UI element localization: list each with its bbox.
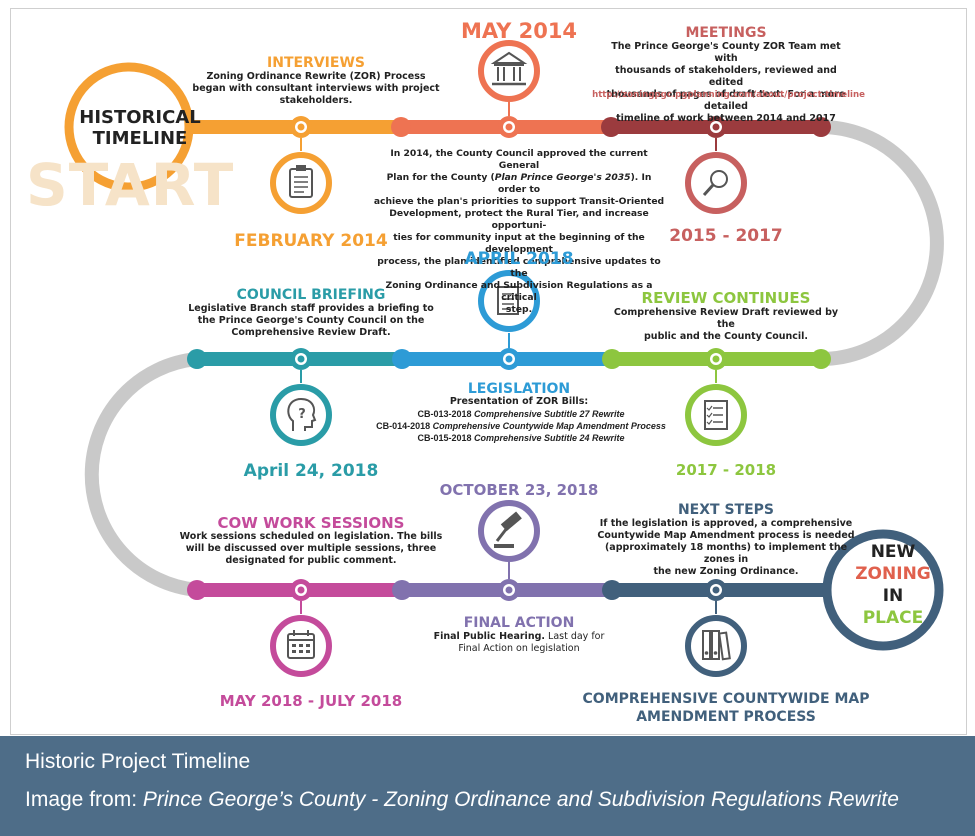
start-watermark: START bbox=[26, 151, 235, 219]
caption-prefix: Image from: bbox=[25, 788, 143, 811]
junction-dot bbox=[187, 349, 207, 369]
meetings-title: MEETINGS bbox=[685, 25, 767, 41]
junction-dot bbox=[391, 117, 411, 137]
timeline-track: ? bbox=[64, 40, 944, 677]
final-text: Final Public Hearing. Last day for Final… bbox=[433, 631, 605, 654]
end-label-line1: NEW bbox=[870, 542, 916, 562]
checklist-icon bbox=[685, 384, 747, 446]
end-label-line2: ZONING bbox=[855, 564, 931, 584]
start-label-line2: TIMELINE bbox=[92, 128, 188, 149]
review-date: 2017 - 2018 bbox=[675, 461, 777, 479]
junction-dot bbox=[811, 117, 831, 137]
junction-dot bbox=[392, 349, 412, 369]
bill-row: CB-013-2018 Comprehensive Subtitle 27 Re… bbox=[417, 409, 625, 419]
start-label-line1: HISTORICAL bbox=[79, 107, 201, 128]
legislation-title: LEGISLATION bbox=[467, 381, 571, 397]
milestone-marker bbox=[705, 579, 727, 601]
start-label: HISTORICAL TIMELINE bbox=[71, 107, 209, 149]
caption-bar: Historic Project Timeline Image from: Pr… bbox=[0, 736, 975, 836]
milestone-marker bbox=[498, 116, 520, 138]
milestone-marker bbox=[290, 348, 312, 370]
end-label: NEW ZONING IN PLACE bbox=[839, 541, 947, 629]
may2014-date: MAY 2014 bbox=[460, 19, 578, 43]
caption-source-link: Prince George’s County - Zoning Ordinanc… bbox=[142, 788, 899, 811]
bill-row: CB-015-2018 Comprehensive Subtitle 24 Re… bbox=[417, 433, 625, 443]
legislation-bills: CB-013-2018 Comprehensive Subtitle 27 Re… bbox=[356, 408, 686, 444]
start-circle bbox=[64, 62, 194, 192]
junction-dot bbox=[602, 580, 622, 600]
milestone-marker bbox=[705, 348, 727, 370]
junction-dot bbox=[602, 349, 622, 369]
milestone-marker bbox=[498, 348, 520, 370]
end-circle bbox=[822, 529, 944, 651]
meetings-date: 2015 - 2017 bbox=[669, 226, 783, 246]
interviews-date: FEBRUARY 2014 bbox=[234, 231, 388, 251]
svg-text:?: ? bbox=[298, 407, 306, 422]
junction-dot bbox=[187, 580, 207, 600]
end-label-line3: IN bbox=[882, 586, 904, 606]
document-icon bbox=[478, 270, 540, 332]
interviews-title: INTERVIEWS bbox=[267, 55, 365, 71]
milestone-marker bbox=[290, 116, 312, 138]
bill-row: CB-014-2018 Comprehensive Countywide Map… bbox=[376, 421, 666, 431]
next-title: NEXT STEPS bbox=[677, 502, 775, 518]
legislation-intro: Presentation of ZOR Bills: bbox=[449, 396, 589, 407]
head-question-icon: ? bbox=[270, 384, 332, 446]
may2014-text: In 2014, the County Council approved the… bbox=[373, 148, 665, 315]
courthouse-icon bbox=[478, 40, 540, 102]
caption-title: Historic Project Timeline bbox=[25, 750, 251, 773]
next-text: If the legislation is approved, a compre… bbox=[597, 518, 855, 577]
final-date: OCTOBER 23, 2018 bbox=[439, 481, 599, 499]
track-row1-orange bbox=[161, 120, 401, 134]
cow-text: Work sessions scheduled on legislation. … bbox=[179, 531, 443, 566]
council-briefing-text: Legislative Branch staff provides a brie… bbox=[188, 303, 434, 338]
review-title: REVIEW CONTINUES bbox=[641, 289, 811, 307]
track-curve-left bbox=[84, 352, 198, 597]
magnifier-icon bbox=[685, 152, 747, 214]
meetings-link[interactable]: http://zoningpgc.pgplanning.com/about/pr… bbox=[592, 90, 865, 100]
council-briefing-date: April 24, 2018 bbox=[243, 461, 379, 481]
milestone-marker bbox=[705, 116, 727, 138]
meetings-text: The Prince George's County ZOR Team met … bbox=[606, 41, 846, 124]
junction-dot bbox=[811, 349, 831, 369]
council-briefing-title: COUNCIL BRIEFING bbox=[236, 287, 386, 303]
junction-dot bbox=[601, 117, 621, 137]
cow-date: MAY 2018 - JULY 2018 bbox=[219, 692, 403, 710]
caption-source: Image from: Prince George’s County - Zon… bbox=[25, 788, 899, 812]
junction-dot bbox=[392, 580, 412, 600]
milestone-marker bbox=[498, 579, 520, 601]
april2018-date: APRIL 2018 bbox=[464, 249, 574, 269]
calendar-icon bbox=[270, 615, 332, 677]
binders-icon bbox=[685, 615, 747, 677]
end-label-line4: PLACE bbox=[862, 608, 924, 628]
clipboard-icon bbox=[270, 152, 332, 214]
timeline-infographic: ? START HISTORICAL TIME bbox=[10, 8, 967, 735]
track-curve-right bbox=[820, 120, 944, 366]
cow-title: COW WORK SESSIONS bbox=[217, 514, 405, 532]
milestone-marker bbox=[290, 579, 312, 601]
review-text: Comprehensive Review Draft reviewed by t… bbox=[613, 307, 839, 342]
final-title: FINAL ACTION bbox=[463, 615, 575, 631]
gavel-icon bbox=[478, 500, 540, 562]
